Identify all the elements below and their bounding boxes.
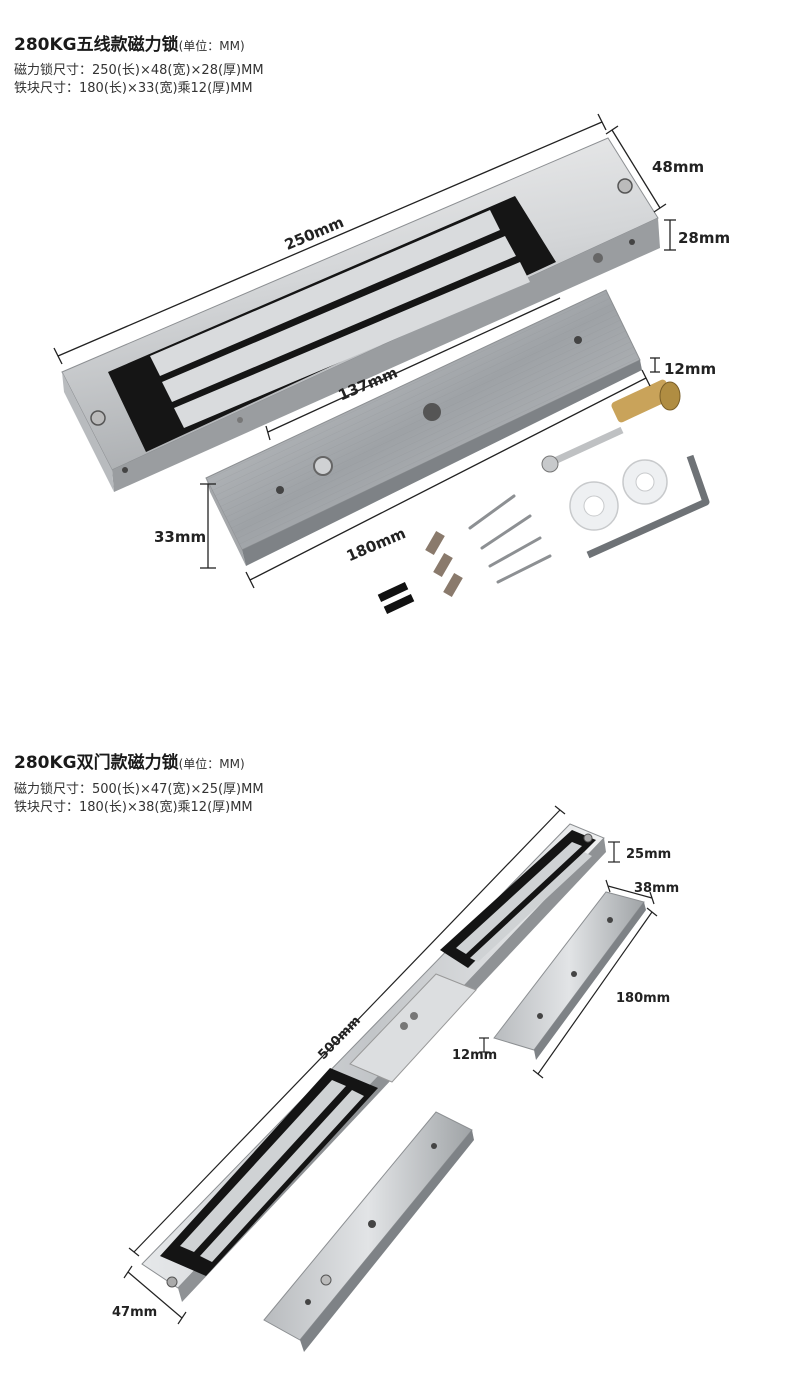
- title-text: 280KG五线款磁力锁: [14, 35, 179, 55]
- title-unit: (单位：MM): [178, 757, 245, 771]
- armature-plate: [205, 289, 642, 566]
- plate-size-spec: 铁块尺寸：180(长)×38(宽)乘12(厚)MM: [14, 800, 253, 815]
- dim-width: 48mm: [652, 158, 704, 176]
- dimension-lines: [123, 805, 658, 1325]
- dim-plate-width: 38mm: [634, 881, 679, 896]
- dim-length: 250mm: [282, 213, 347, 254]
- dimension-lines: [53, 113, 676, 589]
- section-title: 280KG双门款磁力锁(单位：MM): [14, 748, 245, 773]
- armature-plate-short: [493, 891, 646, 1060]
- five-wire-lock-illustration: 250mm 48mm 28mm 12mm 137mm 180mm 33mm: [53, 113, 730, 614]
- armature-plate-long: [263, 1111, 474, 1352]
- dim-plate-width: 33mm: [154, 528, 206, 546]
- section-double-door-lock: 280KG双门款磁力锁(单位：MM) 磁力锁尺寸：500(长)×47(宽)×25…: [0, 690, 790, 1392]
- lock-size-spec: 磁力锁尺寸：500(长)×47(宽)×25(厚)MM: [14, 782, 264, 797]
- dim-width: 47mm: [112, 1305, 157, 1320]
- dim-thickness: 25mm: [626, 847, 671, 862]
- dim-plate-thickness: 12mm: [452, 1048, 497, 1063]
- dim-plate-length: 180mm: [616, 991, 670, 1006]
- mounting-accessories: [377, 379, 710, 614]
- plate-size-spec: 铁块尺寸：180(长)×33(宽)乘12(厚)MM: [14, 81, 253, 96]
- dim-plate-thickness: 12mm: [664, 360, 716, 378]
- magnetic-lock-body: [61, 137, 660, 492]
- dim-plate-length: 180mm: [344, 524, 409, 565]
- section-title: 280KG五线款磁力锁(单位：MM): [14, 30, 245, 55]
- title-unit: (单位：MM): [178, 39, 245, 53]
- title-text: 280KG双门款磁力锁: [14, 753, 179, 773]
- section-five-wire-lock: 280KG五线款磁力锁(单位：MM) 磁力锁尺寸：250(长)×48(宽)×28…: [0, 0, 790, 690]
- dim-thickness: 28mm: [678, 229, 730, 247]
- lock-size-spec: 磁力锁尺寸：250(长)×48(宽)×28(厚)MM: [14, 63, 264, 78]
- double-door-lock-body: [141, 823, 606, 1302]
- double-door-lock-illustration: 25mm 38mm 180mm 12mm 500mm 47mm: [112, 805, 679, 1352]
